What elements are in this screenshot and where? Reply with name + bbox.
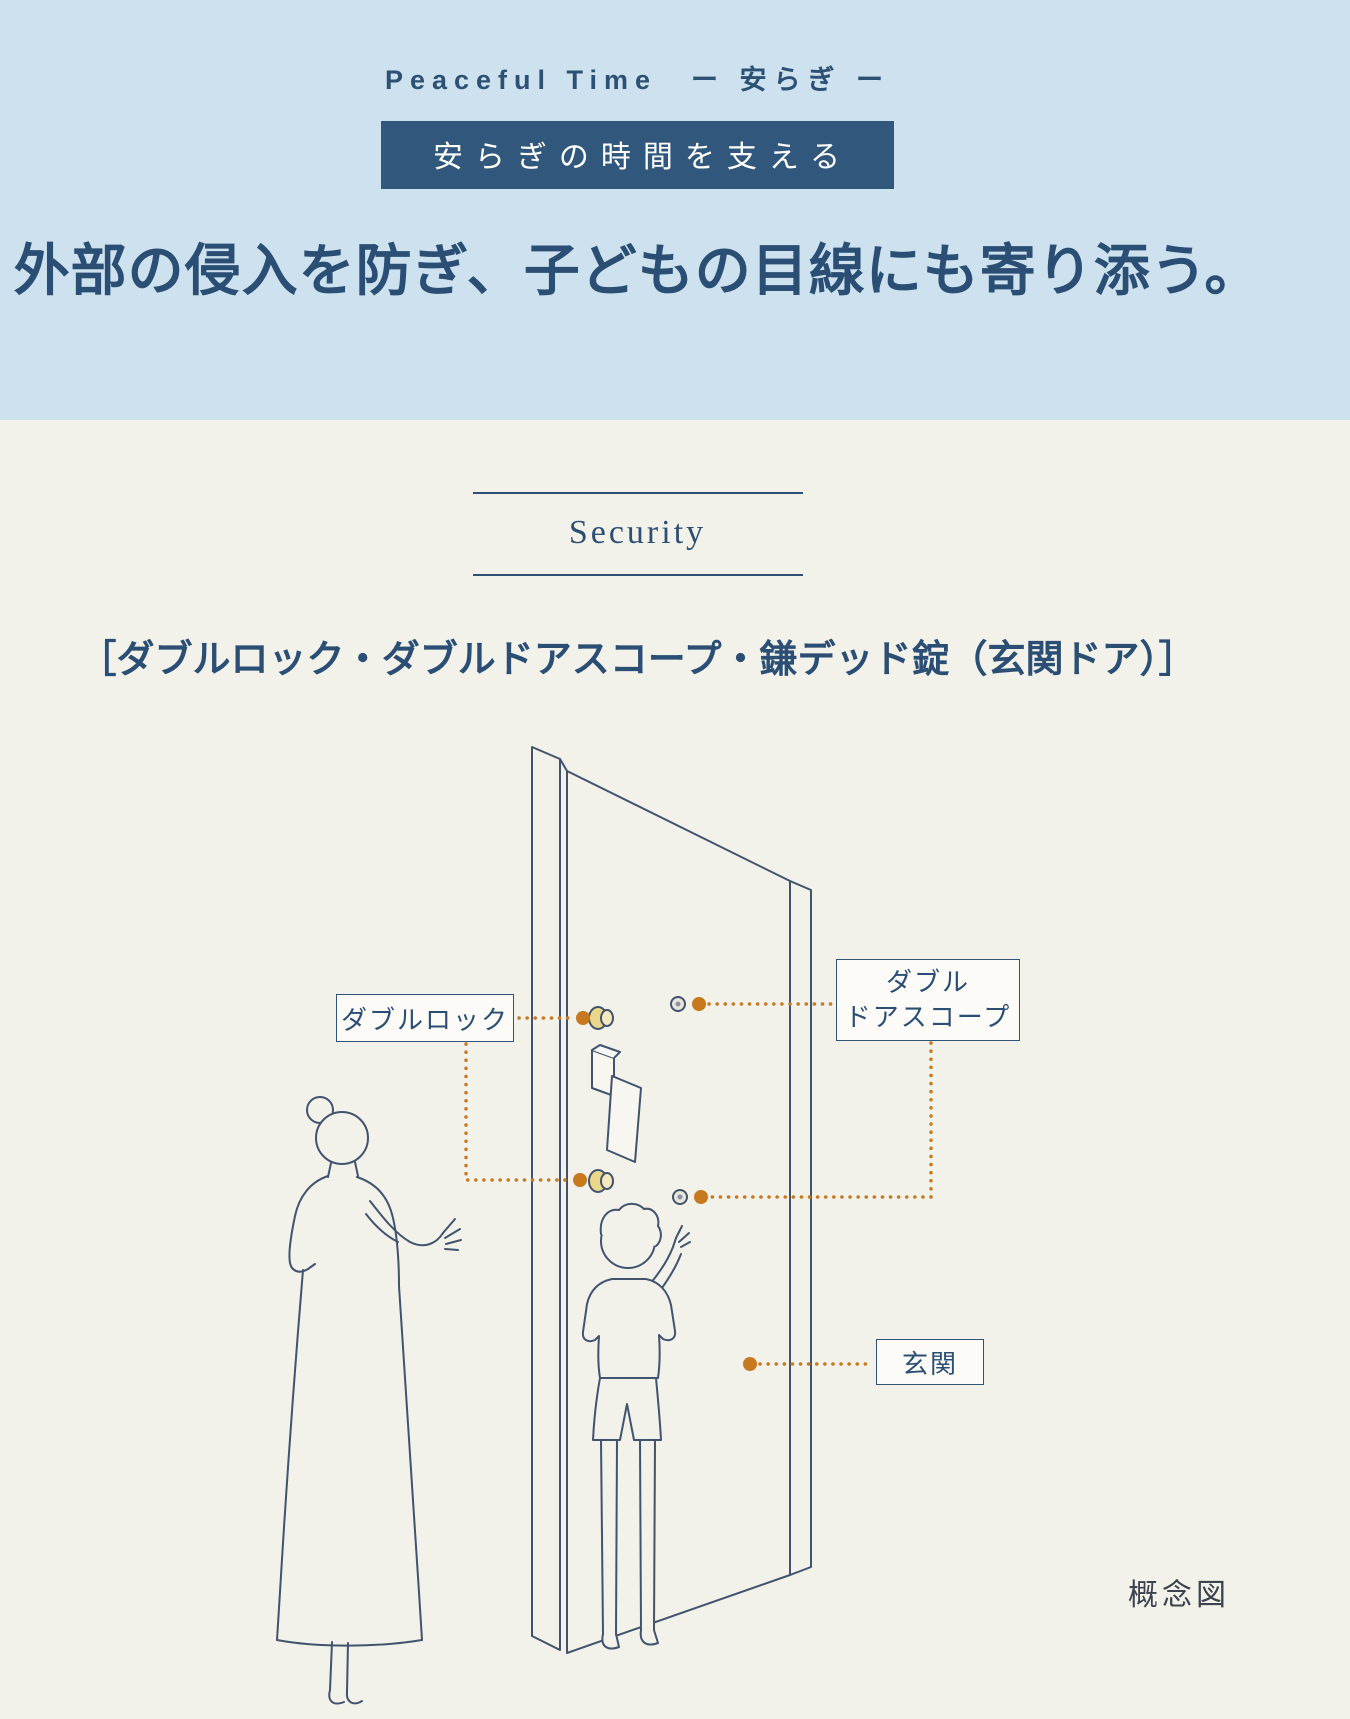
callout-double-lock-label: ダブルロック (340, 1005, 509, 1035)
woman-figure (276, 1096, 462, 1705)
page-title: 外部の侵入を防ぎ、子どもの目線にも寄り添う。 (13, 241, 1262, 303)
eyebrow-text: Peaceful Time ー 安らぎ ー (384, 65, 891, 95)
callout-double-lock: ダブルロック (336, 994, 514, 1043)
feature-subtitle: ［ダブルロック・ダブルドアスコープ・鎌デッド錠（玄関ドア）］ (78, 638, 1197, 681)
hero-section: Peaceful Time ー 安らぎ ー 安らぎの時間を支える 外部の侵入を防… (0, 0, 1350, 420)
door-guard-icon (591, 1044, 642, 1164)
upper-lock-marker (576, 1011, 590, 1026)
callout-scope-label-line2: ドアスコープ (844, 1003, 1012, 1033)
lower-scope-icon (672, 1189, 688, 1206)
upper-scope-icon (670, 996, 686, 1013)
concept-diagram: ダブルロック ダブル ドアスコープ 玄関 概念図 (0, 714, 1350, 1719)
main-content: Security ［ダブルロック・ダブルドアスコープ・鎌デッド錠（玄関ドア）］ (0, 491, 1275, 683)
upper-lock-icon (588, 1006, 614, 1031)
callout-double-door-scope: ダブル ドアスコープ (836, 959, 1020, 1042)
lower-lock-marker (573, 1173, 587, 1188)
callout-entrance: 玄関 (876, 1339, 984, 1386)
child-figure (581, 1203, 691, 1650)
door-illustration (276, 746, 933, 1705)
lower-lock-icon (588, 1169, 614, 1194)
security-divider-block: Security (472, 491, 803, 576)
callout-entrance-label: 玄関 (901, 1349, 958, 1379)
section-badge: 安らぎの時間を支える (380, 121, 895, 189)
upper-scope-marker (692, 997, 706, 1012)
door (531, 746, 812, 1655)
leader-lines (464, 1002, 933, 1366)
diagram-caption: 概念図 (1128, 1579, 1230, 1613)
marker-dots (573, 997, 757, 1372)
callout-scope-label-line1: ダブル (885, 968, 970, 998)
security-label: Security (568, 513, 707, 551)
entrance-marker (743, 1357, 757, 1372)
lower-scope-marker (694, 1190, 708, 1205)
